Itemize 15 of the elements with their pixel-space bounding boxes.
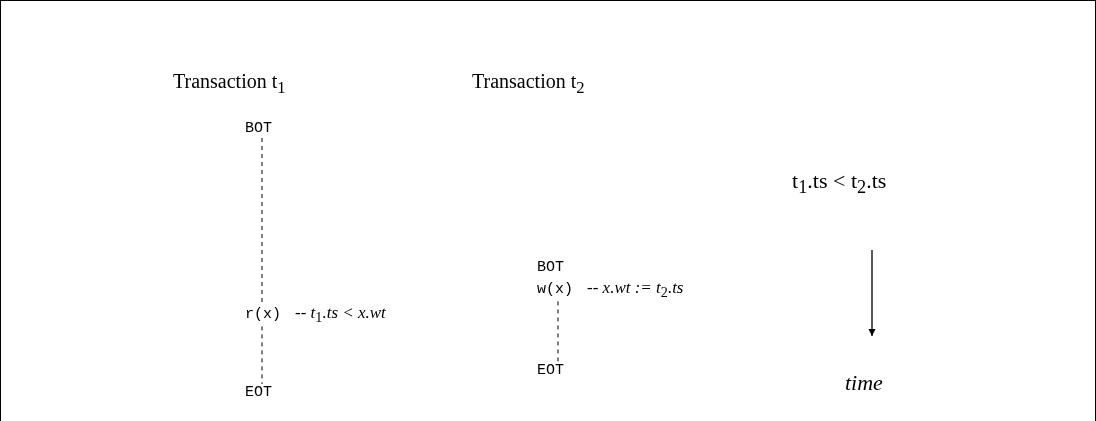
column-heading: Transaction t$_{2}$: [472, 70, 585, 98]
operation-text: w(x): [537, 281, 573, 299]
lifeline: [261, 137, 263, 305]
annotation-text: -- t$_{1}$.ts < x.wt: [295, 303, 386, 322]
operation-text: r(x): [245, 306, 281, 324]
lifeline: [261, 325, 263, 385]
eot-label: EOT: [245, 384, 272, 402]
lifeline: [557, 300, 559, 363]
axis-label: time: [845, 370, 883, 396]
annotation-text: -- x.wt := t$_{2}$.ts: [587, 278, 684, 297]
bot-label: BOT: [537, 259, 564, 277]
eot-label: EOT: [537, 362, 564, 380]
condition-text: t$_{1}$.ts < t$_{2}$.ts: [792, 168, 887, 199]
column-heading: Transaction t$_{1}$: [173, 70, 286, 98]
bot-label: BOT: [245, 120, 272, 138]
